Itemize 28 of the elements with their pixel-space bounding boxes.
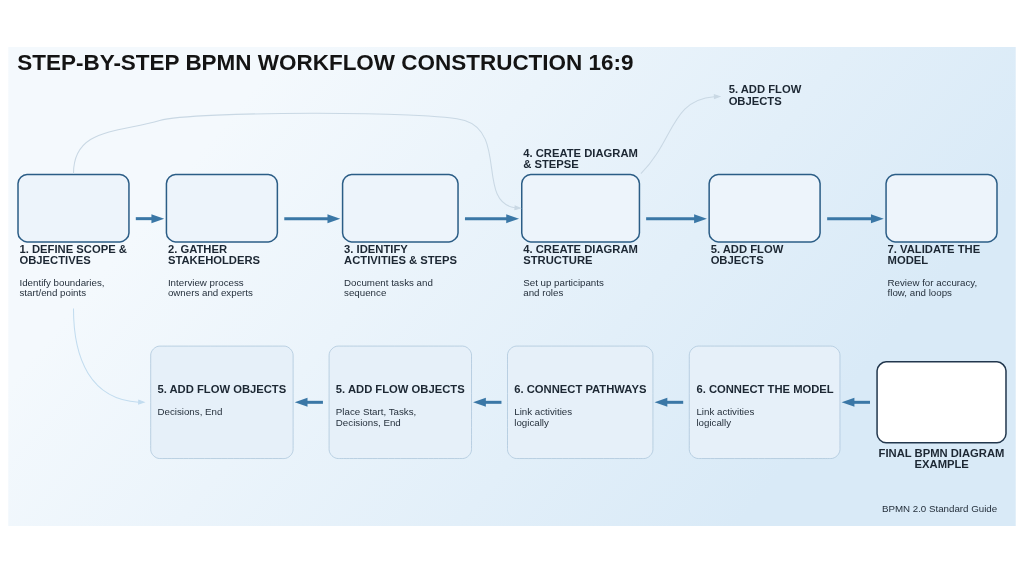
arrow	[473, 397, 502, 407]
node-label: 4. CREATE DIAGRAM & STEPSE	[523, 146, 638, 170]
diagram-title: STEP-BY-STEP BPMN WORKFLOW CONSTRUCTION 16:9	[17, 49, 634, 75]
arrow	[284, 213, 341, 223]
arrow	[646, 213, 707, 223]
arrow	[640, 93, 722, 174]
node-label: Identify boundaries, start/end points	[19, 276, 105, 298]
arrow	[72, 307, 146, 405]
arrow	[72, 112, 522, 210]
arrow	[135, 213, 165, 223]
node-label: Review for accuracy, flow, and loops	[887, 276, 978, 298]
arrow	[464, 213, 520, 223]
node-label: 2. GATHER STAKEHOLDERS	[167, 242, 261, 266]
arrow	[827, 213, 884, 223]
node-label: 1. DEFINE SCOPE & OBJECTIVES	[19, 242, 127, 266]
arrow	[841, 397, 870, 407]
label: BPMN 2.0 Standard Guide	[881, 502, 998, 514]
node-label: 4. CREATE DIAGRAM STRUCTURE	[523, 242, 638, 266]
node-label: Set up participants and roles	[523, 276, 604, 298]
node-label: Interview process owners and experts	[167, 276, 253, 298]
node-label: 7. VALIDATE THE MODEL	[887, 242, 981, 266]
node-text: 5. ADD FLOW OBJECTS	[728, 82, 802, 107]
node-label: 3. IDENTIFY ACTIVITIES & STEPS	[344, 242, 458, 266]
node-label: Document tasks and sequence	[344, 276, 433, 298]
node-label: FINAL BPMN DIAGRAM EXAMPLE	[878, 446, 1005, 470]
node-label: 5. ADD FLOW OBJECTS	[710, 242, 784, 266]
arrow	[654, 397, 684, 407]
arrow	[294, 397, 323, 407]
